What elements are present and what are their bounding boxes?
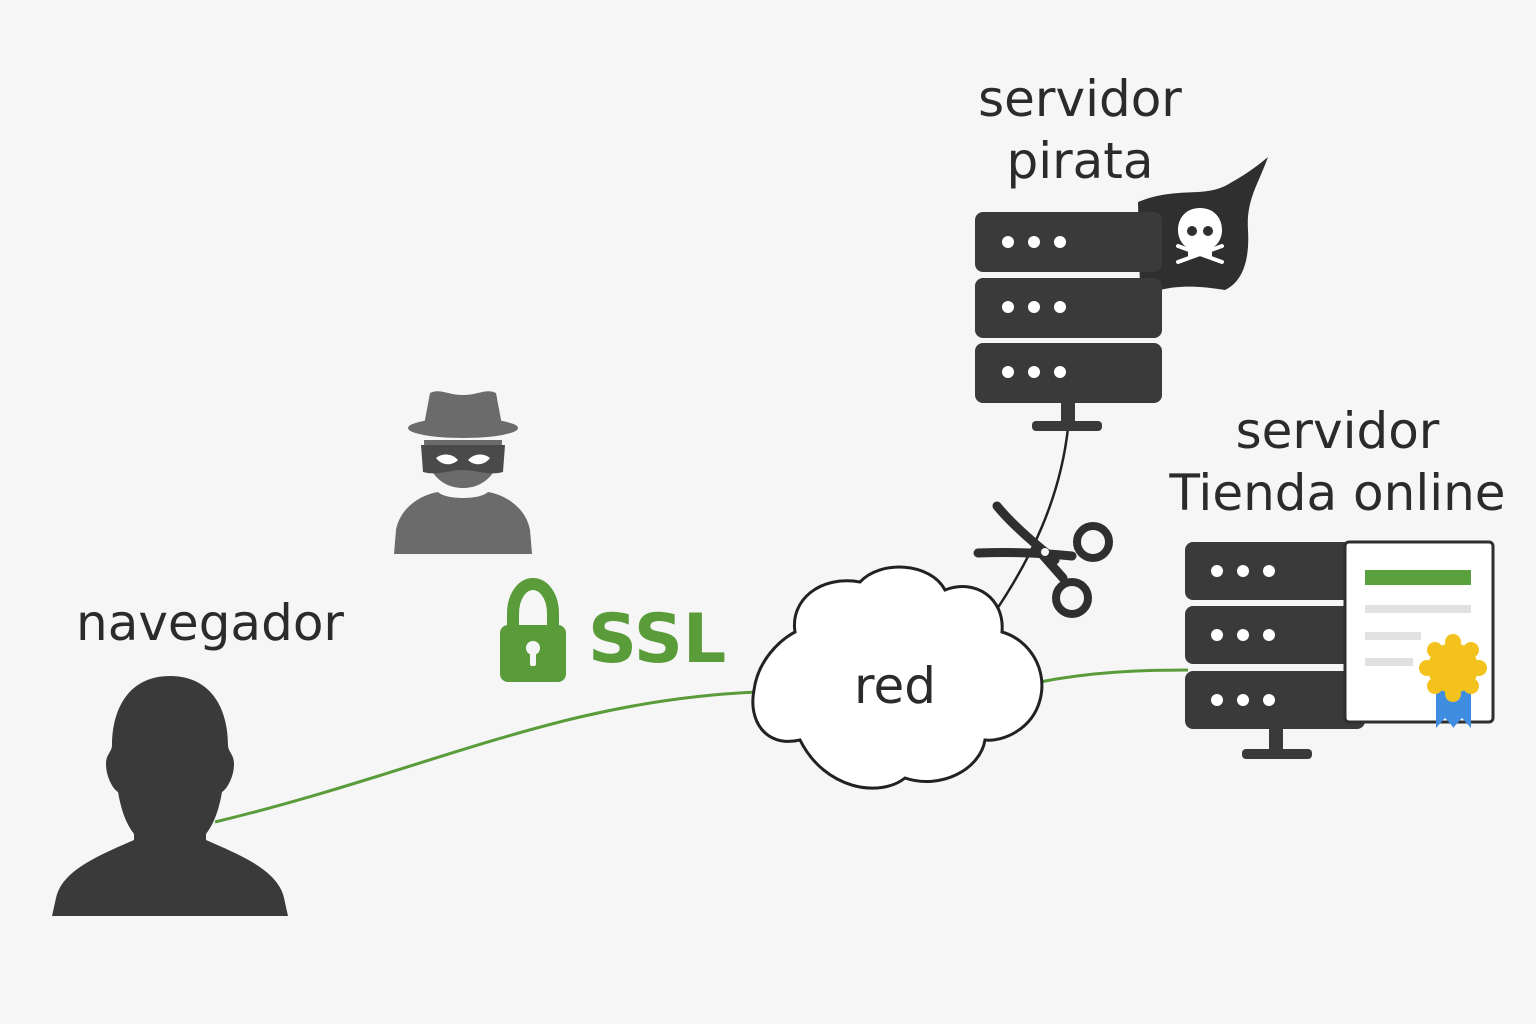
shop-server-icon xyxy=(1185,540,1495,759)
pirate-server-label-line2: pirata xyxy=(1006,132,1154,190)
skull-icon xyxy=(1176,208,1224,264)
browser-label: navegador xyxy=(76,594,344,652)
pirate-server-icon xyxy=(975,157,1268,431)
cut-pirate-connection-line xyxy=(993,427,1070,613)
user-silhouette-icon xyxy=(52,676,288,916)
ssl-label: SSL xyxy=(588,600,727,679)
shop-server-label-line2: Tienda online xyxy=(1169,464,1506,522)
cloud-icon xyxy=(751,565,1044,790)
lock-icon xyxy=(500,577,566,682)
secure-connection-line xyxy=(214,690,759,824)
pirate-server-label-line1: servidor xyxy=(978,70,1182,128)
scissors-icon xyxy=(973,501,1113,618)
certificate-icon xyxy=(1343,540,1495,728)
shop-server-label: servidor Tienda online xyxy=(1150,400,1525,524)
masked-hacker-icon xyxy=(394,391,532,554)
shop-server-label-line1: servidor xyxy=(1235,402,1440,460)
pirate-server-label: servidor pirata xyxy=(955,68,1205,192)
network-label: red xyxy=(854,657,936,715)
shop-connection-line xyxy=(1039,668,1189,684)
